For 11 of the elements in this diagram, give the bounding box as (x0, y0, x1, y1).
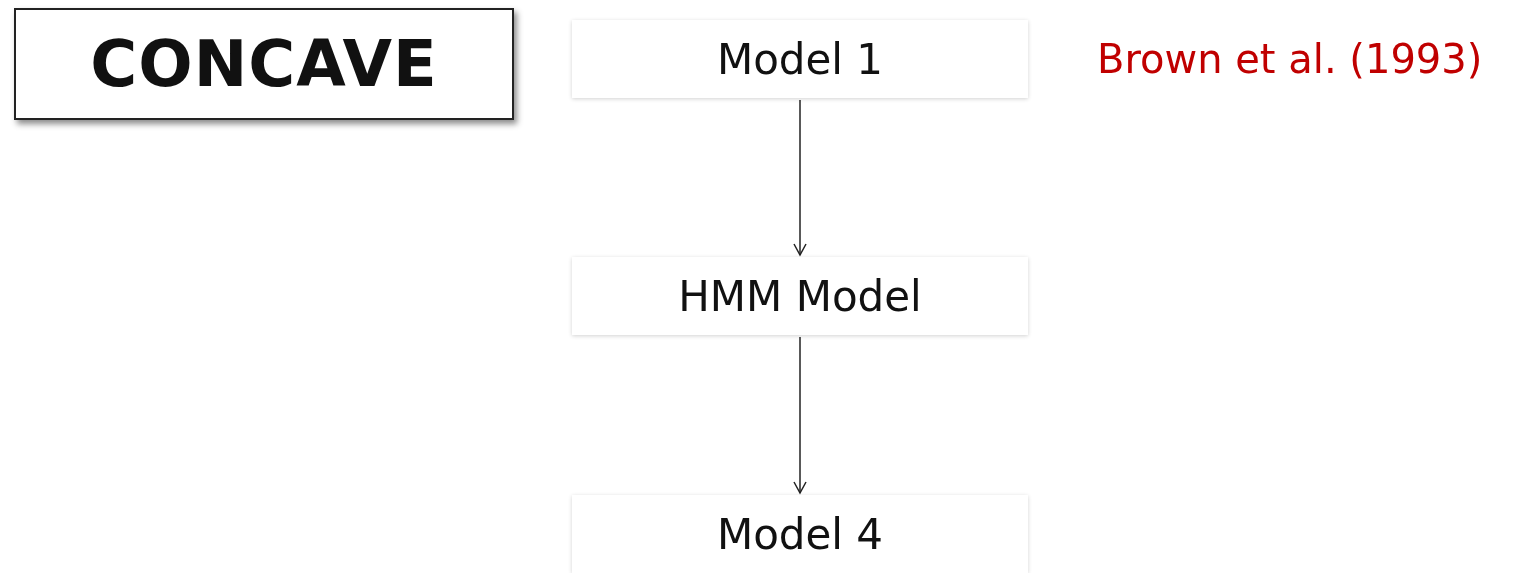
model-name: HMM Model (678, 271, 922, 321)
title-box (14, 8, 514, 120)
citation: Brown et al. (1993) (1097, 36, 1483, 82)
arrow (793, 99, 807, 256)
box-title: CONCAVE (90, 27, 438, 101)
model-box (572, 495, 1028, 573)
model-box (572, 257, 1028, 335)
model-name: Model 4 (716, 509, 884, 559)
model-name: Model 1 (716, 34, 884, 84)
arrow (793, 336, 807, 494)
model-box (572, 20, 1028, 98)
